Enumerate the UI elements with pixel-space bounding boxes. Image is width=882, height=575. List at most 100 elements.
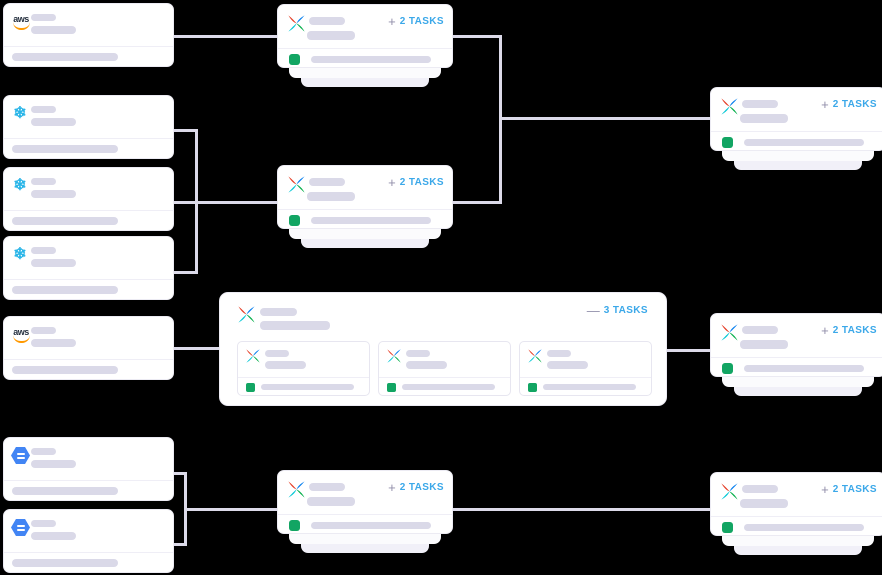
edge-snowflake-merge xyxy=(195,129,198,274)
skeleton-footer-bar xyxy=(402,384,495,390)
skeleton-title-bar xyxy=(31,178,56,185)
skeleton-title-bar xyxy=(406,350,430,357)
skeleton-subtitle-bar xyxy=(307,497,355,506)
stacked-page-2 xyxy=(301,78,429,87)
snowflake-icon: ❄ xyxy=(13,177,27,194)
expand-tasks-button[interactable]: + 2 TASKS xyxy=(821,98,877,111)
edge-m1-stub xyxy=(452,35,502,38)
airflow-pinwheel-icon xyxy=(528,349,542,363)
snowflake-icon: ❄ xyxy=(13,246,27,263)
stacked-page-2 xyxy=(301,239,429,248)
edge-expanded-to-r2 xyxy=(666,349,711,352)
airflow-pinwheel-icon xyxy=(288,176,305,193)
skeleton-footer-bar xyxy=(744,524,864,531)
google-cloud-hexagon-icon xyxy=(11,447,30,464)
subtask-card-3[interactable] xyxy=(519,341,652,396)
skeleton-footer-bar xyxy=(311,522,431,529)
skeleton-title-bar xyxy=(260,308,297,316)
task-group-card-m1[interactable]: + 2 TASKS xyxy=(277,4,453,87)
skeleton-footer-bar xyxy=(12,559,118,567)
aws-logo-icon: aws xyxy=(11,326,31,344)
airflow-pinwheel-icon xyxy=(721,98,738,115)
plus-icon: + xyxy=(388,480,396,495)
task-group-card-r2[interactable]: + 2 TASKS xyxy=(710,313,882,396)
plus-icon: + xyxy=(388,175,396,190)
edge-merge-to-r1 xyxy=(499,117,710,120)
skeleton-footer-bar xyxy=(261,384,354,390)
stacked-page-1 xyxy=(722,377,874,387)
subtask-card-2[interactable] xyxy=(378,341,511,396)
task-group-card-m2[interactable]: + 2 TASKS xyxy=(277,165,453,248)
skeleton-title-bar xyxy=(31,448,56,455)
minus-icon: — xyxy=(586,303,600,318)
source-card-snowflake-3[interactable]: ❄ xyxy=(3,236,174,300)
skeleton-title-bar xyxy=(31,14,56,21)
skeleton-title-bar xyxy=(309,17,345,25)
skeleton-footer-bar xyxy=(543,384,636,390)
tasks-count-label: 2 TASKS xyxy=(399,177,444,188)
card-divider xyxy=(711,357,882,358)
expand-tasks-button[interactable]: + 2 TASKS xyxy=(821,323,877,338)
source-card-aws-2[interactable]: aws xyxy=(3,316,174,380)
card-divider xyxy=(4,480,173,481)
airflow-pinwheel-icon xyxy=(721,483,738,500)
expand-tasks-button[interactable]: + 2 TASKS xyxy=(821,483,877,496)
subtask-card-1[interactable] xyxy=(237,341,370,396)
task-group-card-r3[interactable]: + 2 TASKS xyxy=(710,472,882,555)
edge-sf1-stub xyxy=(174,129,198,132)
skeleton-title-bar xyxy=(31,520,56,527)
tasks-count-label: 3 TASKS xyxy=(603,305,648,316)
task-group-card-r1[interactable]: + 2 TASKS xyxy=(710,87,882,170)
task-group-card-expanded[interactable]: — 3 TASKS xyxy=(219,292,667,406)
skeleton-subtitle-bar xyxy=(260,321,330,330)
card-divider xyxy=(278,209,452,210)
skeleton-title-bar xyxy=(31,327,56,334)
stacked-page-1 xyxy=(289,229,441,239)
airflow-pinwheel-icon xyxy=(246,349,260,363)
skeleton-subtitle-bar xyxy=(31,190,76,198)
aws-smile-icon xyxy=(12,335,30,343)
task-group-card-m3[interactable]: + 2 TASKS xyxy=(277,470,453,553)
collapse-tasks-button[interactable]: — 3 TASKS xyxy=(586,303,648,318)
source-card-aws-1[interactable]: aws xyxy=(3,3,174,67)
airflow-pinwheel-icon xyxy=(288,481,305,498)
skeleton-subtitle-bar xyxy=(740,499,788,508)
card-divider xyxy=(4,552,173,553)
skeleton-title-bar xyxy=(31,247,56,254)
stacked-page-2 xyxy=(734,387,862,396)
expand-tasks-button[interactable]: + 2 TASKS xyxy=(388,175,444,190)
skeleton-subtitle-bar xyxy=(31,118,76,126)
skeleton-footer-bar xyxy=(12,53,118,61)
snowflake-icon: ❄ xyxy=(13,105,27,122)
stacked-page-1 xyxy=(722,151,874,161)
skeleton-title-bar xyxy=(265,350,289,357)
skeleton-footer-bar xyxy=(12,366,118,374)
status-success-indicator xyxy=(246,383,255,392)
source-card-googlecloud-1[interactable] xyxy=(3,437,174,501)
skeleton-subtitle-bar xyxy=(31,339,76,347)
plus-icon: + xyxy=(821,323,829,338)
skeleton-subtitle-bar xyxy=(307,31,355,40)
card-divider xyxy=(379,377,510,378)
card-divider xyxy=(711,516,882,517)
expand-tasks-button[interactable]: + 2 TASKS xyxy=(388,15,444,28)
source-card-snowflake-1[interactable]: ❄ xyxy=(3,95,174,159)
card-divider xyxy=(711,131,882,132)
edge-sf2-to-m2 xyxy=(174,201,278,204)
skeleton-title-bar xyxy=(309,483,345,491)
card-divider xyxy=(238,377,369,378)
skeleton-title-bar xyxy=(547,350,571,357)
skeleton-subtitle-bar xyxy=(740,114,788,123)
edge-merge-to-m3 xyxy=(184,508,278,511)
airflow-pinwheel-icon xyxy=(721,324,738,341)
aws-wordmark: aws xyxy=(13,326,29,337)
tasks-count-label: 2 TASKS xyxy=(399,482,444,493)
edge-aws1-to-m1 xyxy=(174,35,278,38)
source-card-snowflake-2[interactable]: ❄ xyxy=(3,167,174,231)
tasks-count-label: 2 TASKS xyxy=(832,484,877,495)
stacked-page-1 xyxy=(289,68,441,78)
stacked-page-1 xyxy=(289,534,441,544)
expand-tasks-button[interactable]: + 2 TASKS xyxy=(388,480,444,495)
source-card-googlecloud-2[interactable] xyxy=(3,509,174,573)
stacked-page-2 xyxy=(301,544,429,553)
